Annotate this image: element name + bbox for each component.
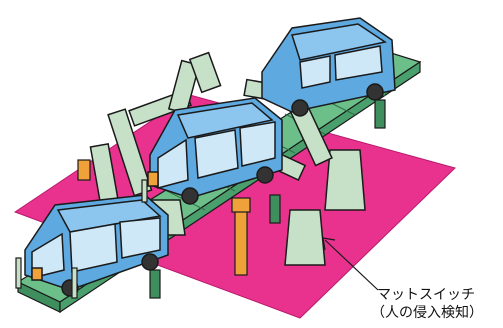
annotation-arrow — [324, 239, 379, 291]
car-rear — [261, 17, 396, 117]
guide-pins — [15, 179, 148, 299]
annotation-arrow-head — [322, 237, 336, 251]
intrusion-detection-label: （人の侵入検知） — [371, 305, 483, 321]
safety-posts — [77, 159, 251, 276]
car-front — [24, 194, 169, 297]
car-middle — [147, 97, 283, 205]
cars — [24, 17, 396, 297]
mat-switch-label: マットスイッチ — [377, 287, 475, 303]
